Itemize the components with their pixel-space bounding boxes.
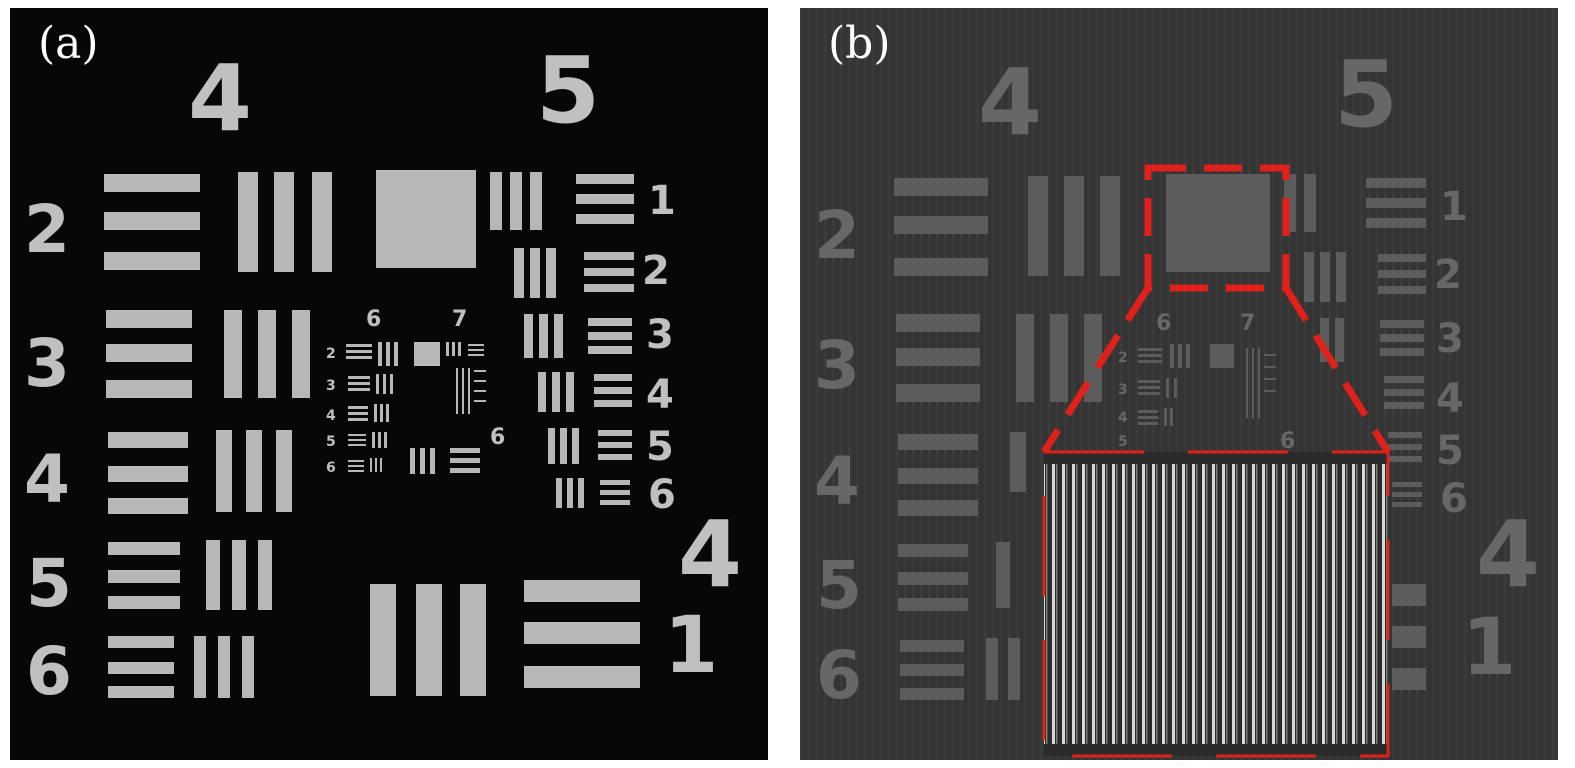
center-left-5: 5 bbox=[326, 434, 336, 450]
panel-a-label: (a) bbox=[38, 18, 99, 69]
b-group-number-top-right: 5 bbox=[1334, 41, 1398, 148]
b-group-number-top-left: 4 bbox=[978, 49, 1042, 156]
panel-b-image: 4 5 4 2 3 4 5 6 1 2 3 4 5 6 1 6 7 2 3 4 … bbox=[800, 8, 1558, 760]
b-element-number-left-5: 5 bbox=[816, 547, 862, 624]
element-number-right-5: 5 bbox=[646, 424, 674, 470]
b-center-left-4: 4 bbox=[1118, 410, 1128, 426]
element-number-right-2: 2 bbox=[642, 248, 670, 294]
element-number-right-6: 6 bbox=[648, 472, 676, 518]
b-center-left-3: 3 bbox=[1118, 382, 1128, 398]
element-number-left-4: 4 bbox=[24, 441, 70, 518]
b-center-left-2: 2 bbox=[1118, 350, 1128, 366]
selection-box bbox=[1144, 164, 1290, 292]
center-right-6: 6 bbox=[490, 425, 505, 450]
b-element-number-bottom-right: 1 bbox=[1462, 603, 1516, 693]
b-element-number-right-6: 6 bbox=[1440, 476, 1468, 522]
resolution-target-a: 4 5 4 2 3 4 5 6 1 2 3 4 5 6 1 6 7 2 3 4 … bbox=[24, 37, 742, 710]
element-number-right-3: 3 bbox=[646, 312, 674, 358]
element-number-left-6: 6 bbox=[26, 633, 72, 710]
b-center-left-5: 5 bbox=[1118, 434, 1128, 450]
group-number-top-left: 4 bbox=[188, 45, 252, 152]
b-group-number-side-right: 4 bbox=[1476, 501, 1540, 608]
zoom-inset-border bbox=[1042, 450, 1390, 758]
center-left-4: 4 bbox=[326, 408, 336, 424]
b-element-number-left-6: 6 bbox=[816, 637, 862, 714]
b-center-number-6: 6 bbox=[1156, 311, 1171, 336]
center-left-6: 6 bbox=[326, 460, 336, 476]
b-element-number-left-3: 3 bbox=[814, 327, 860, 404]
b-element-number-right-5: 5 bbox=[1436, 428, 1464, 474]
panel-b-label: (b) bbox=[828, 18, 891, 69]
element-number-left-5: 5 bbox=[26, 545, 72, 622]
zoom-inset bbox=[1044, 452, 1388, 756]
element-number-bottom-right: 1 bbox=[664, 601, 718, 691]
group-number-top-right: 5 bbox=[536, 37, 600, 144]
center-left-2: 2 bbox=[326, 346, 336, 362]
b-center-number-7: 7 bbox=[1240, 311, 1255, 336]
element-number-left-3: 3 bbox=[24, 325, 70, 402]
group-number-side-right: 4 bbox=[678, 501, 742, 608]
element-number-left-2: 2 bbox=[24, 191, 70, 268]
center-number-6: 6 bbox=[366, 307, 381, 332]
b-element-number-right-4: 4 bbox=[1436, 376, 1464, 422]
element-number-right-1: 1 bbox=[648, 178, 676, 224]
panel-a-image: 4 5 4 2 3 4 5 6 1 2 3 4 5 6 1 6 7 2 3 4 … bbox=[10, 8, 768, 760]
b-element-number-left-2: 2 bbox=[814, 197, 860, 274]
center-left-3: 3 bbox=[326, 378, 336, 394]
b-element-number-left-4: 4 bbox=[814, 443, 860, 520]
b-element-number-right-2: 2 bbox=[1434, 252, 1462, 298]
resolution-target-b: 4 5 4 2 3 4 5 6 1 2 3 4 5 6 1 6 7 2 3 4 … bbox=[800, 8, 1558, 760]
b-center-right-6: 6 bbox=[1280, 429, 1295, 454]
element-number-right-4: 4 bbox=[646, 372, 674, 418]
b-element-number-right-3: 3 bbox=[1436, 316, 1464, 362]
b-element-number-right-1: 1 bbox=[1440, 184, 1468, 230]
center-number-7: 7 bbox=[452, 307, 467, 332]
